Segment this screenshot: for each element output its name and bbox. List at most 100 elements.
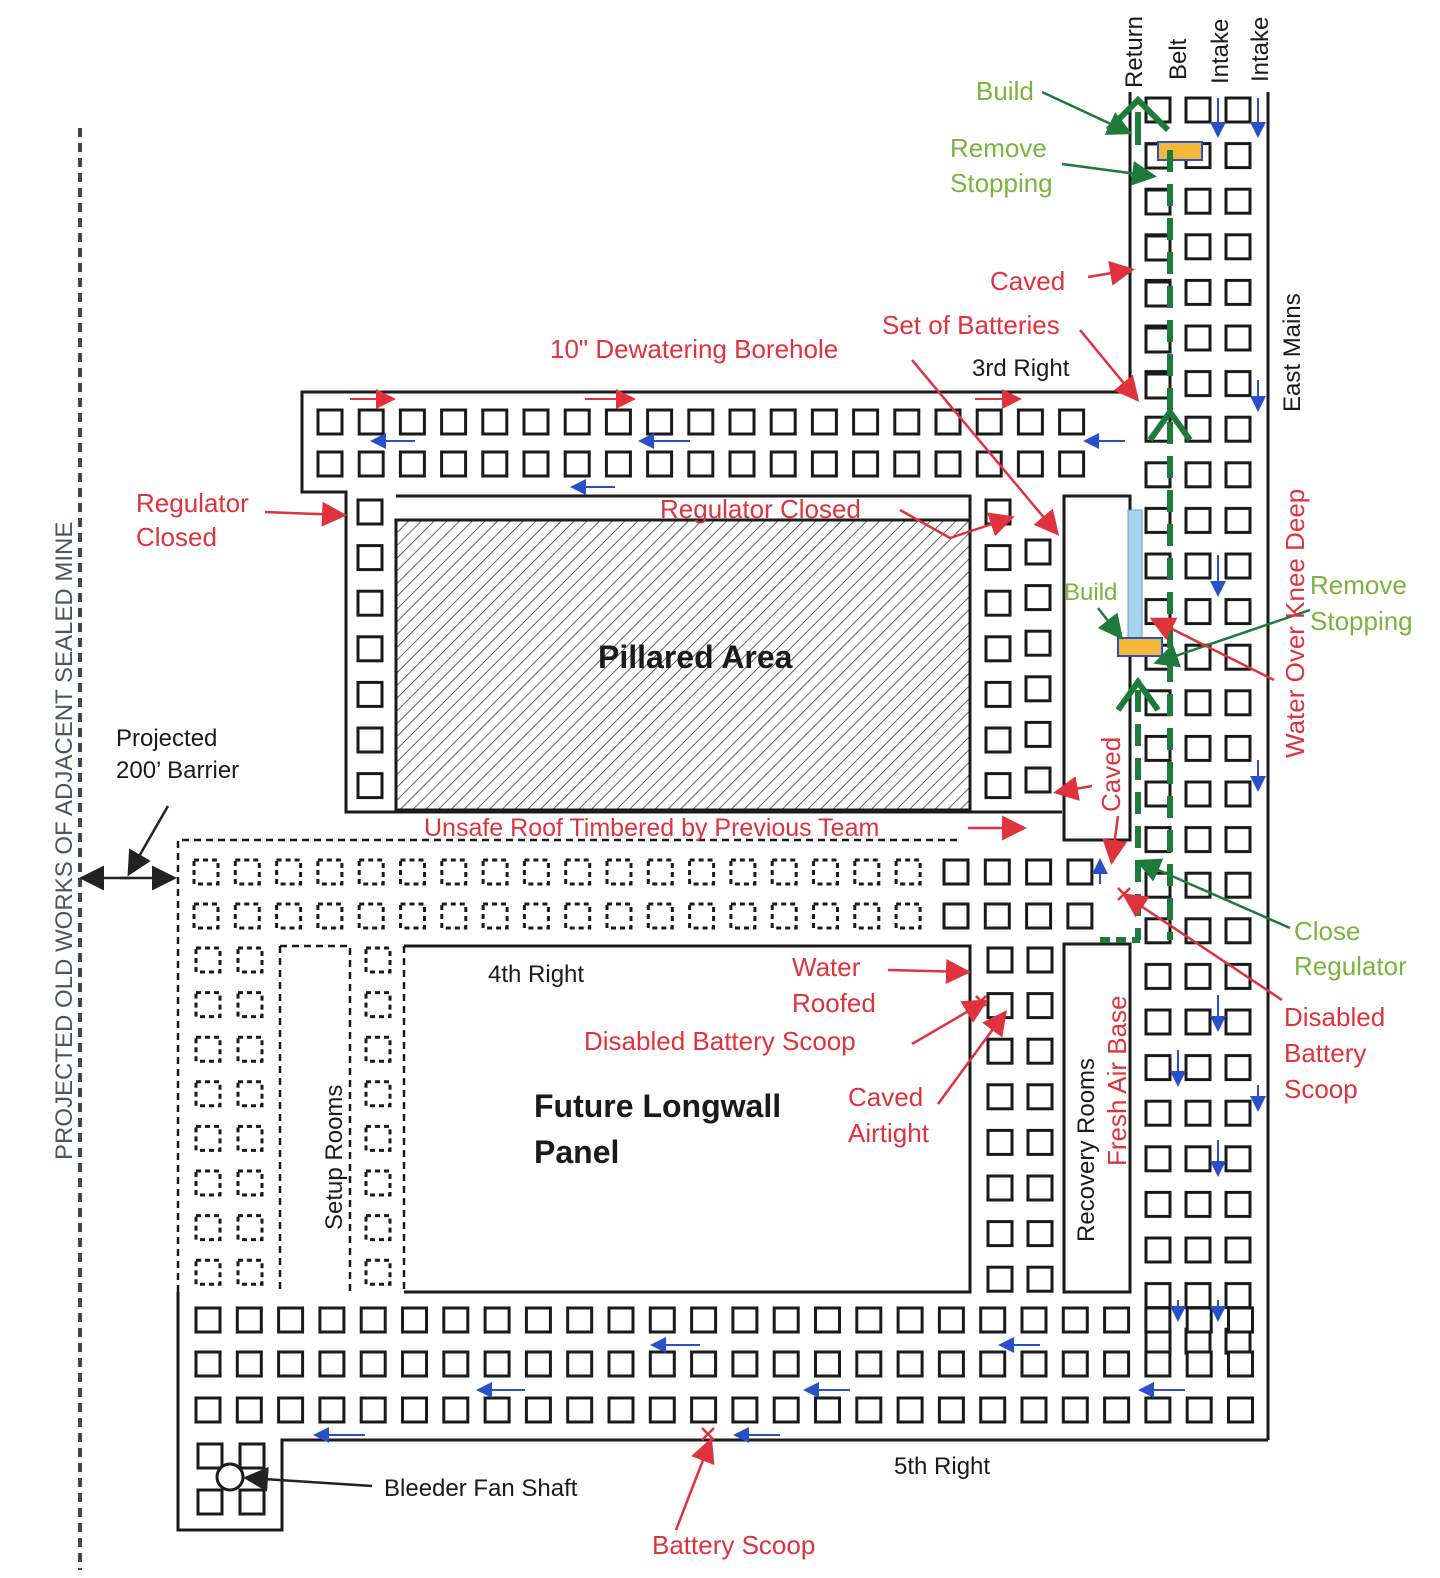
pillar (277, 1350, 305, 1378)
pillar (1184, 324, 1212, 352)
pillar (853, 902, 881, 930)
pillar (194, 1258, 222, 1286)
pillar (1224, 780, 1252, 808)
pillar (1026, 946, 1054, 974)
pillar (238, 1442, 266, 1470)
pillar (194, 1306, 222, 1334)
pillar (1024, 629, 1052, 657)
pillar (481, 858, 509, 886)
pillar (318, 1350, 346, 1378)
pillar (364, 1035, 392, 1063)
old-works-label: PROJECTED OLD WORKS OF ADJACENT SEALED M… (51, 522, 78, 1160)
pillar (855, 1396, 883, 1424)
pillar (235, 1306, 263, 1334)
pillar (359, 1350, 387, 1378)
pillar (688, 858, 716, 886)
pillar (1144, 1054, 1172, 1082)
pillar (893, 408, 921, 436)
pillar (236, 1169, 264, 1197)
pillar (894, 902, 922, 930)
pillar (1103, 1396, 1131, 1424)
pillar (318, 1306, 346, 1334)
pillar (772, 1350, 800, 1378)
pillar (648, 1350, 676, 1378)
pillar (984, 544, 1012, 572)
pillar (236, 1124, 264, 1152)
caved-airtight-label-1: Caved (848, 1082, 923, 1112)
pillar (1024, 720, 1052, 748)
pillar (984, 772, 1012, 800)
pillar (1184, 233, 1212, 261)
pillar (937, 1306, 965, 1334)
pillar (1184, 1054, 1212, 1082)
pillar (979, 1306, 1007, 1334)
caved-airtight-label-2: Airtight (848, 1118, 930, 1148)
remove-stopping-top-label-1: Remove (950, 133, 1047, 163)
pillar (604, 408, 632, 436)
fresh-air-base-label: Fresh Air Base (1102, 995, 1132, 1166)
unsafe-roof-label: Unsafe Roof Timbered by Previous Team (424, 814, 879, 842)
pillar (690, 1396, 718, 1424)
pillar (986, 1265, 1014, 1293)
pillar (566, 1350, 594, 1378)
pillar (481, 902, 509, 930)
pillar (648, 1396, 676, 1424)
pillar (483, 1396, 511, 1424)
pillar (646, 858, 674, 886)
pillar (1184, 826, 1212, 854)
pillar (233, 858, 261, 886)
pillar (812, 902, 839, 930)
return-label: Return (1121, 16, 1148, 88)
pillar (194, 1035, 222, 1063)
pillar (984, 635, 1012, 663)
pillar (979, 1396, 1007, 1424)
pillar (1024, 766, 1052, 794)
pillar (1224, 1099, 1252, 1127)
pillar (316, 858, 344, 886)
pillar (986, 1174, 1014, 1202)
pillar (275, 902, 303, 930)
pillar (194, 1124, 222, 1152)
pillar (356, 680, 384, 708)
pillar (688, 902, 716, 930)
pillar (1144, 1396, 1172, 1424)
pillar (196, 1442, 224, 1470)
pillar (194, 1396, 222, 1424)
pillar (896, 1350, 924, 1378)
pillar (648, 1306, 676, 1334)
pillar (814, 1350, 841, 1378)
entry-outlines (176, 92, 1270, 1532)
water-roofed-label-1: Water (792, 952, 861, 982)
pillar (275, 858, 303, 886)
pillar (364, 991, 392, 1019)
pillar (524, 1350, 552, 1378)
barrier-label-2: 200’ Barrier (116, 757, 239, 784)
pillar (1144, 372, 1172, 400)
pillar (364, 1080, 392, 1108)
pillar (194, 1169, 222, 1197)
pillar (986, 992, 1014, 1020)
pillar (194, 991, 222, 1019)
pillar (1020, 1306, 1048, 1334)
pillar (1024, 584, 1052, 612)
pillar (852, 408, 880, 436)
pillar (942, 858, 970, 886)
pillar (1224, 871, 1252, 899)
pillar (236, 1214, 264, 1242)
fourth-right-label: 4th Right (488, 961, 584, 988)
pillar (646, 902, 674, 930)
pillar (1224, 415, 1252, 443)
pillared-area-label: Pillared Area (598, 639, 793, 675)
pillar (728, 408, 756, 436)
water-over-knee-label: Water Over Knee Deep (1280, 489, 1310, 758)
pillar (401, 1396, 428, 1424)
pillar (236, 1258, 264, 1286)
pillar (937, 1350, 965, 1378)
remove-stopping-right-label-1: Remove (1310, 570, 1407, 600)
pillar (1184, 1282, 1212, 1310)
pillar (1026, 1083, 1054, 1111)
stopping-mid (1117, 637, 1163, 657)
pillar (1184, 962, 1212, 990)
pillar (1224, 324, 1252, 352)
pillar (1144, 780, 1172, 808)
